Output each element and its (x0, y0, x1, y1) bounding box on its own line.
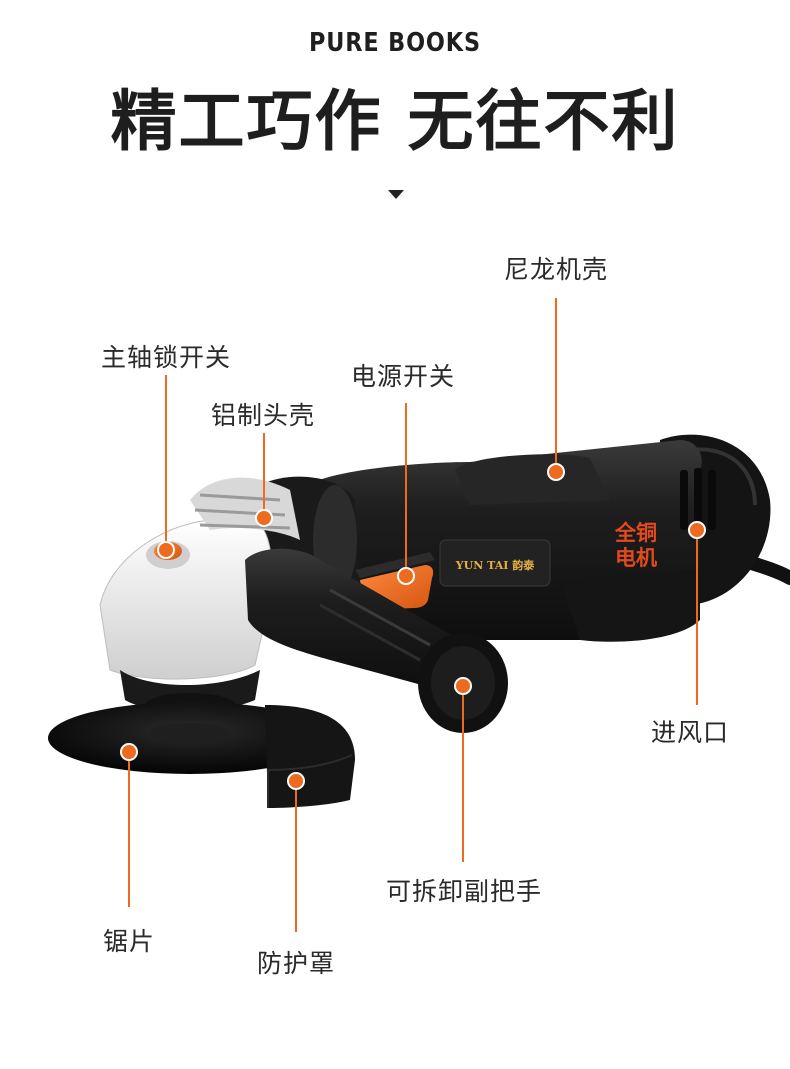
dot-nylon-housing (547, 463, 565, 481)
label-aluminum-head: 铝制头壳 (211, 401, 316, 430)
dot-side-handle (454, 677, 472, 695)
dot-aluminum-head (255, 509, 273, 527)
dot-power-switch (397, 567, 415, 585)
copper-motor-badge-line1: 全铜 (614, 520, 657, 545)
dot-guard (287, 772, 305, 790)
dot-saw-blade (120, 743, 138, 761)
down-arrow-icon (388, 190, 404, 199)
label-saw-blade: 锯片 (103, 927, 156, 956)
page-headline: 精工巧作 无往不利 (110, 83, 680, 160)
label-guard: 防护罩 (257, 949, 336, 978)
logo-plate (439, 539, 551, 587)
label-air-inlet: 进风口 (651, 718, 730, 747)
dot-spindle-lock (157, 541, 175, 559)
dot-air-inlet (688, 521, 706, 539)
air-vents (680, 468, 716, 532)
label-nylon-housing: 尼龙机壳 (504, 255, 609, 284)
label-power-switch: 电源开关 (351, 362, 456, 391)
copper-motor-badge-line2: 电机 (615, 545, 657, 570)
gear-head (99, 519, 273, 680)
brand-title: PURE BOOKS (309, 28, 481, 58)
blade-guard (265, 705, 355, 808)
callout-dots (120, 463, 706, 790)
brand-logo-text: YUN TAI 韵泰 (455, 558, 535, 572)
label-spindle-lock: 主轴锁开关 (101, 343, 232, 372)
label-removable-handle: 可拆卸副把手 (386, 877, 543, 906)
